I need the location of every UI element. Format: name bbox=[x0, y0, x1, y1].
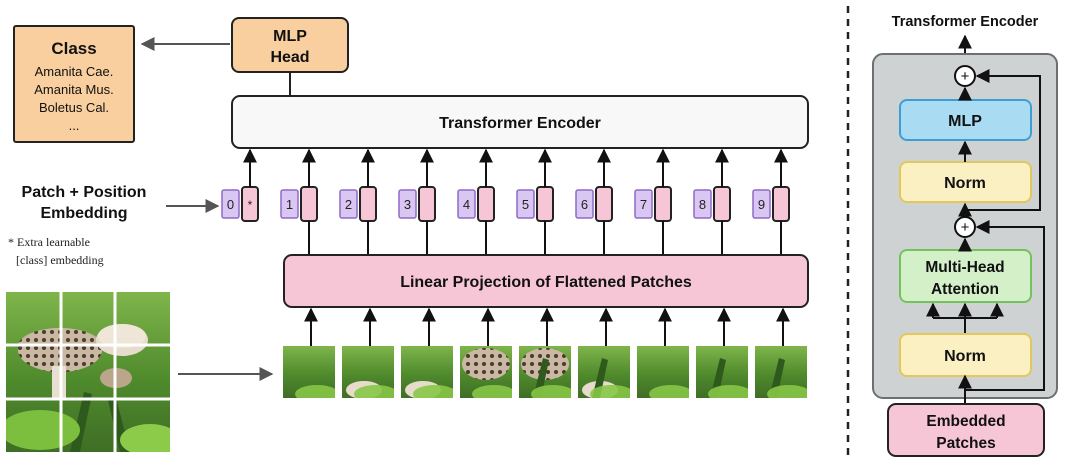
patch-embedding-box bbox=[536, 186, 554, 222]
position-index-label: 4 bbox=[463, 197, 470, 212]
encoder-norm-bottom-label: Norm bbox=[944, 348, 986, 365]
input-image bbox=[6, 292, 170, 452]
embedded-patches-box bbox=[887, 403, 1045, 457]
embedded-line1: Embedded bbox=[926, 413, 1005, 430]
class-box: Class Amanita Cae. Amanita Mus. Boletus … bbox=[13, 25, 135, 143]
token-9: 9 bbox=[752, 148, 790, 255]
image-patch-3 bbox=[401, 307, 453, 398]
position-index-box bbox=[398, 189, 417, 219]
class-token-mark: * bbox=[248, 198, 253, 212]
patch-embedding-box bbox=[654, 186, 672, 222]
position-index-label: 1 bbox=[286, 197, 293, 212]
class-item: Amanita Mus. bbox=[34, 82, 113, 97]
patch-sequence bbox=[283, 307, 807, 398]
embedded-line2: Patches bbox=[936, 435, 995, 452]
class-title: Class bbox=[51, 39, 96, 58]
token-8: 8 bbox=[693, 148, 731, 255]
token-5: 5 bbox=[516, 148, 554, 255]
patch-embedding-box bbox=[713, 186, 731, 222]
residual-add-top bbox=[954, 65, 976, 87]
patch-embedding-box bbox=[418, 186, 436, 222]
linear-projection-box: Linear Projection of Flattened Patches bbox=[283, 254, 809, 308]
token-4: 4 bbox=[457, 148, 495, 255]
mlp-head-line2: Head bbox=[270, 49, 309, 66]
token-6: 6 bbox=[575, 148, 613, 255]
position-index-label: 8 bbox=[699, 197, 706, 212]
token-0: 0* bbox=[221, 148, 259, 222]
image-patch-1 bbox=[283, 307, 335, 398]
class-item: Boletus Cal. bbox=[39, 100, 109, 115]
position-index-box bbox=[575, 189, 594, 219]
token-1: 1 bbox=[280, 148, 318, 255]
position-index-label: 2 bbox=[345, 197, 352, 212]
encoder-norm-top-label: Norm bbox=[944, 175, 986, 192]
patch-embedding-box bbox=[595, 186, 613, 222]
patch-embedding-box bbox=[477, 186, 495, 222]
position-index-label: 5 bbox=[522, 197, 529, 212]
position-index-box bbox=[339, 189, 358, 219]
position-index-label: 9 bbox=[758, 197, 765, 212]
linear-projection-label: Linear Projection of Flattened Patches bbox=[400, 274, 692, 291]
plus-top: + bbox=[961, 68, 970, 85]
token-7: 7 bbox=[634, 148, 672, 255]
position-index-box bbox=[693, 189, 712, 219]
position-index-box bbox=[516, 189, 535, 219]
position-index-box bbox=[457, 189, 476, 219]
position-index-label: 3 bbox=[404, 197, 411, 212]
class-item: Amanita Cae. bbox=[35, 64, 114, 79]
position-index-label: 6 bbox=[581, 197, 588, 212]
position-index-box bbox=[634, 189, 653, 219]
mlp-head-box: MLP Head bbox=[231, 17, 349, 73]
image-patch-6 bbox=[578, 307, 630, 398]
patch-position-line1: Patch + Position bbox=[22, 184, 147, 201]
image-patch-7 bbox=[637, 307, 689, 398]
patch-embedding-box bbox=[772, 186, 790, 222]
image-patch-9 bbox=[755, 307, 807, 398]
image-patch-4 bbox=[460, 307, 512, 398]
transformer-encoder-label: Transformer Encoder bbox=[439, 115, 601, 132]
position-index-label: 0 bbox=[227, 197, 234, 212]
patch-embedding-box bbox=[300, 186, 318, 222]
attention-line2: Attention bbox=[931, 281, 999, 298]
position-index-label: 7 bbox=[640, 197, 647, 212]
position-index-box bbox=[280, 189, 299, 219]
image-patch-2 bbox=[342, 307, 394, 398]
encoder-detail-title: Transformer Encoder bbox=[892, 14, 1039, 30]
attention-line1: Multi-Head bbox=[925, 259, 1004, 276]
class-item: ... bbox=[69, 118, 80, 133]
patch-embedding-box bbox=[359, 186, 377, 222]
token-3: 3 bbox=[398, 148, 436, 255]
plus-middle: + bbox=[961, 219, 970, 236]
encoder-detail-panel: Transformer Encoder + MLP Norm + Multi-H… bbox=[872, 14, 1058, 457]
image-patch-8 bbox=[696, 307, 748, 398]
patch-position-label: Patch + Position Embedding * Extra learn… bbox=[8, 184, 146, 267]
position-index-box bbox=[221, 189, 240, 219]
transformer-encoder-box: Transformer Encoder bbox=[231, 95, 809, 149]
footnote-line1: * Extra learnable bbox=[8, 235, 90, 249]
patch-position-line2: Embedding bbox=[40, 205, 127, 222]
footnote-line2: [class] embedding bbox=[16, 253, 104, 267]
position-index-box bbox=[752, 189, 771, 219]
token-2: 2 bbox=[339, 148, 377, 255]
mlp-head-line1: MLP bbox=[273, 28, 307, 45]
image-patch-5 bbox=[519, 307, 571, 398]
encoder-mlp-label: MLP bbox=[948, 113, 982, 130]
